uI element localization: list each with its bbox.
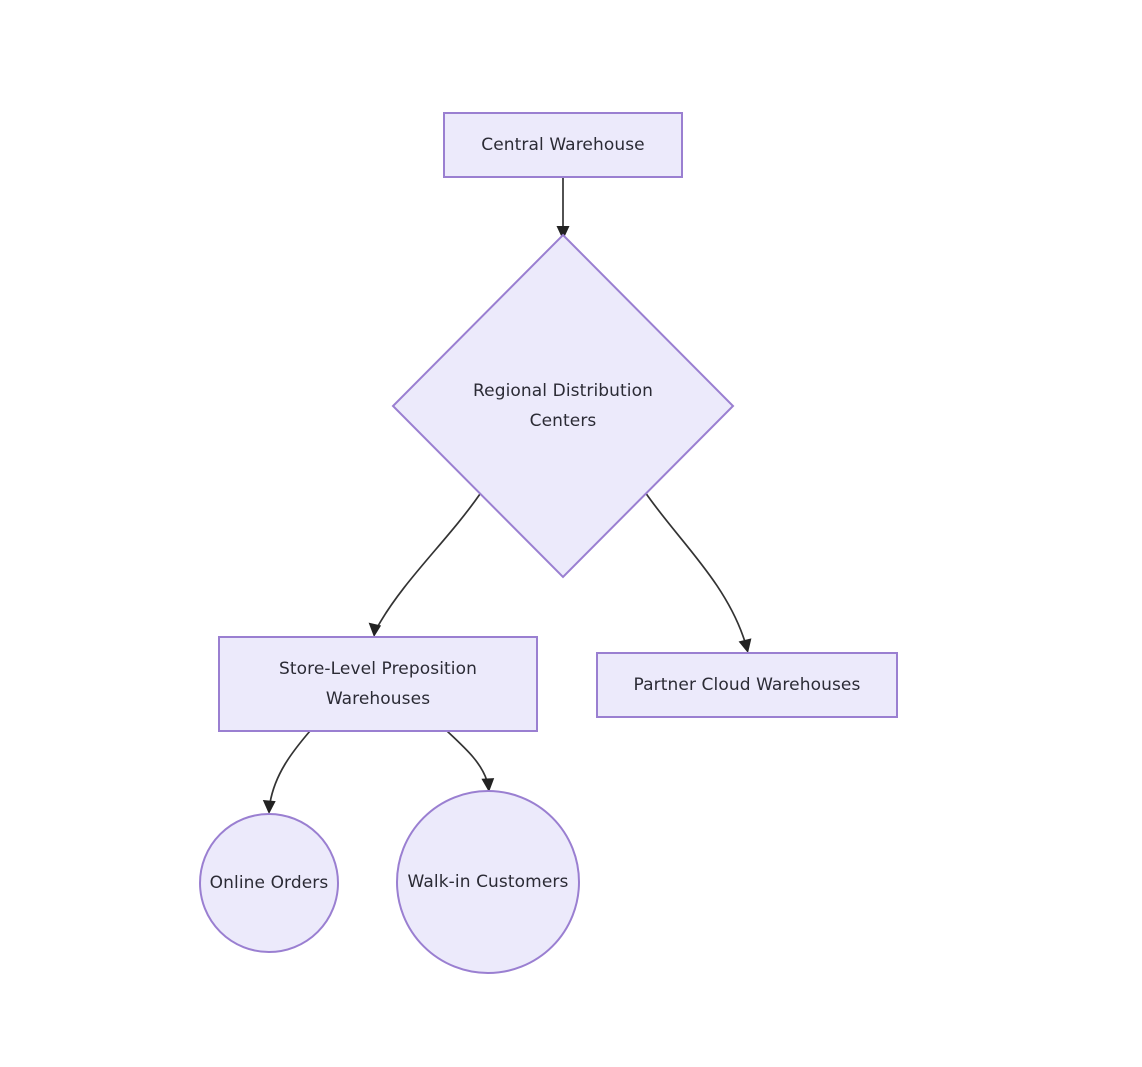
edge-store-level-to-walk-in [446, 730, 495, 792]
node-store-level-preposition-warehouses[interactable] [218, 636, 538, 732]
edge-central-to-regional [556, 177, 570, 240]
node-central-warehouse[interactable] [443, 112, 683, 178]
node-layer [199, 112, 898, 974]
node-partner-cloud-warehouses[interactable] [596, 652, 898, 718]
edge-layer [262, 177, 752, 814]
edge-store-level-to-online-orders [262, 730, 311, 814]
node-walk-in-customers[interactable] [396, 790, 580, 974]
node-online-orders[interactable] [199, 813, 339, 953]
node-regional-distribution-centers[interactable] [391, 233, 735, 579]
edge-regional-to-partner-cloud [644, 491, 752, 653]
edge-regional-to-store-level [368, 493, 481, 637]
